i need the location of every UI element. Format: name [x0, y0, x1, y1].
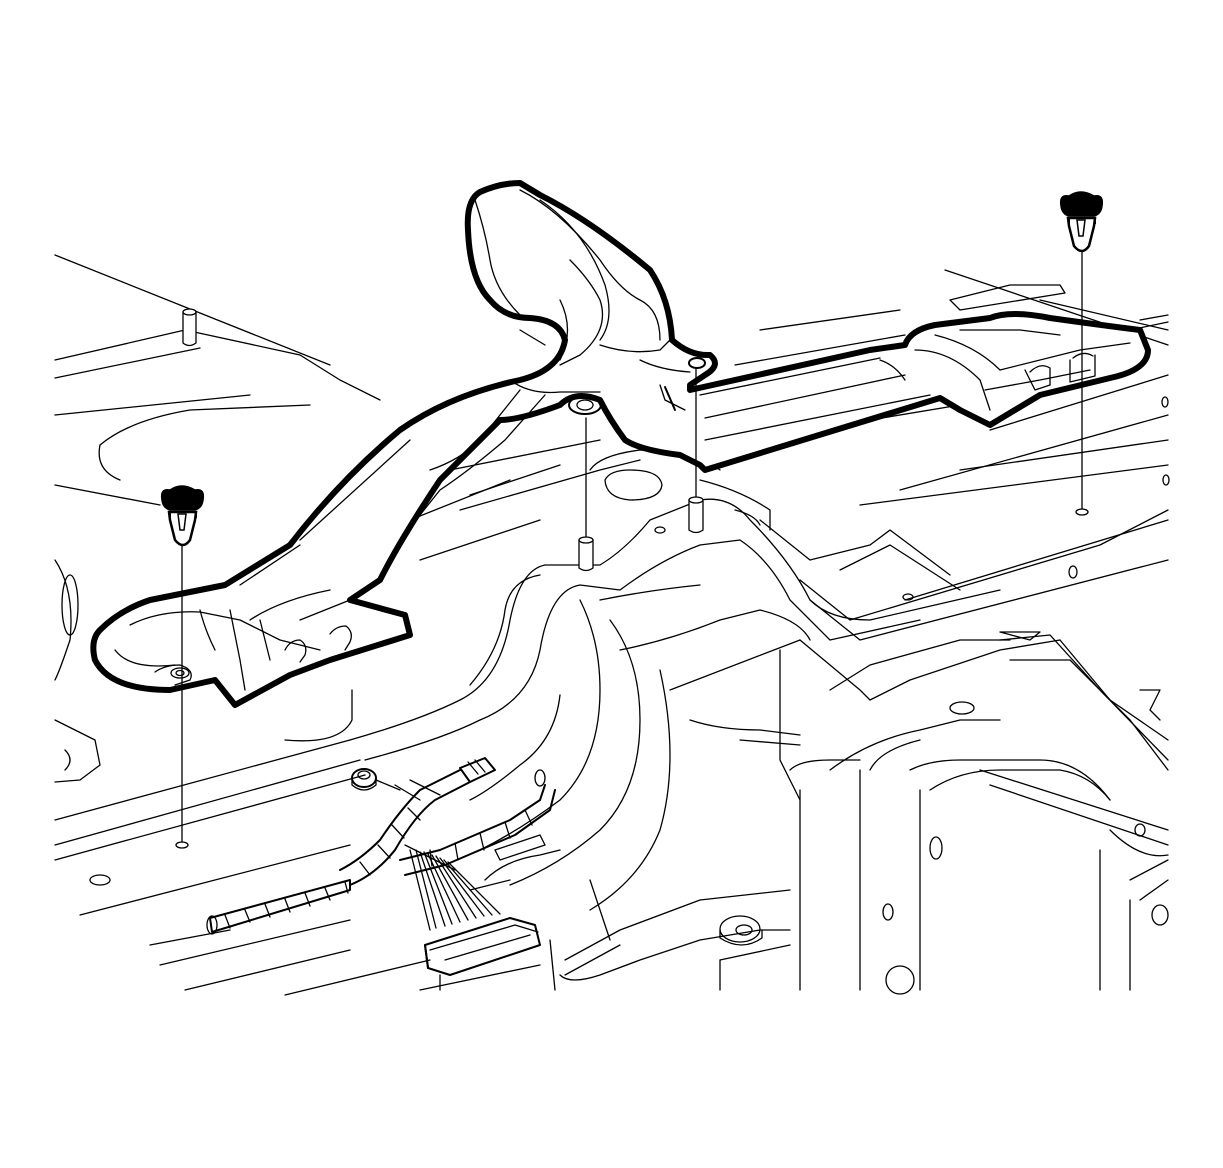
stud-left-rear — [182, 308, 197, 347]
push-pin-retainer-icon — [160, 191, 1104, 547]
wiring-harness — [206, 757, 556, 991]
stud-center — [578, 536, 594, 572]
floor-panel — [54, 254, 1170, 996]
right-push-pin — [1059, 191, 1104, 253]
stud-center-right — [688, 496, 704, 534]
harness-ground-bolt — [351, 768, 401, 791]
duct-locating-studs — [182, 308, 704, 572]
left-push-pin — [160, 485, 205, 547]
exploded-view-lines — [175, 251, 1089, 849]
rear-air-duct — [90, 180, 1151, 708]
